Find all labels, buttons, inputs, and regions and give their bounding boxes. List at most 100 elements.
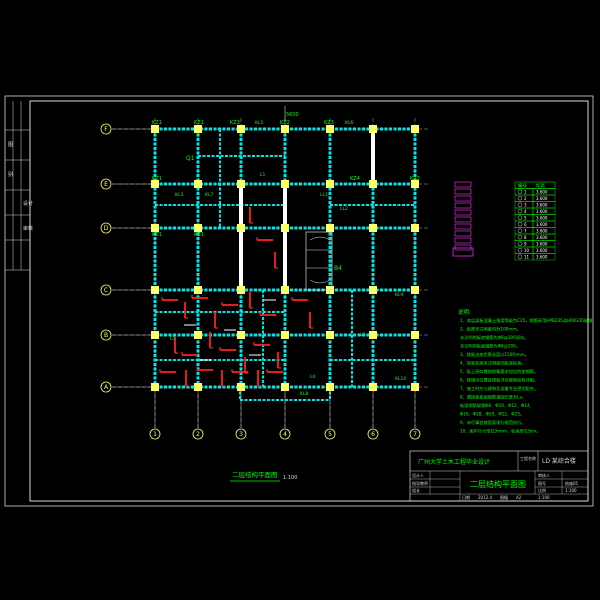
- legend-index: 9: [524, 242, 527, 247]
- column-label: KZ4: [350, 176, 360, 182]
- axis-bubble-label: C: [104, 287, 108, 294]
- column: [194, 180, 202, 188]
- elevation-marker: [454, 202, 472, 209]
- column: [194, 224, 202, 232]
- column-label: KZ2: [410, 176, 420, 182]
- elevation-marker: [454, 195, 472, 202]
- elevation-marker: [454, 209, 472, 216]
- tb-cell: 审核人: [538, 472, 550, 478]
- legend-symbol: [517, 241, 523, 246]
- column: [411, 224, 419, 232]
- axis-bubble: [100, 329, 112, 341]
- project-name: LD 某综合楼: [542, 457, 576, 465]
- notes-line: 2、板厚未注明者均为100mm。: [460, 326, 521, 333]
- axis-bubble: [100, 222, 112, 234]
- plan-caption-title: 二层结构平面图: [232, 470, 278, 479]
- column-label: KZ1: [152, 232, 162, 238]
- column: [237, 125, 245, 133]
- plan-caption-scale: 1:100: [283, 475, 297, 481]
- column: [411, 331, 419, 339]
- column: [237, 286, 245, 294]
- axis-bubble: [100, 284, 112, 296]
- notes-line: Φ16、Φ18、Φ20、Φ22、Φ25。: [460, 412, 524, 417]
- column-label: KZ1: [194, 120, 204, 126]
- axis-bubble: [100, 178, 112, 190]
- legend-header-cell: 编号: [518, 182, 527, 189]
- elevation-marker: [454, 230, 472, 237]
- beam-label: L2: [360, 332, 366, 338]
- column-label: KZ1: [152, 176, 162, 182]
- notes-line: 9、未尽事宜按国家现行规范执行。: [460, 419, 525, 426]
- notes-line: 10、图中尺寸单位为mm，标高单位为m。: [460, 428, 540, 435]
- notes-heading: 说明:: [458, 308, 471, 316]
- column: [194, 286, 202, 294]
- column: [281, 224, 289, 232]
- beam-label: KL3: [175, 192, 183, 198]
- column: [281, 125, 289, 133]
- axis-bubble: [367, 428, 379, 440]
- notes-line: 5、板上洞口需按图集要求加设附加钢筋。: [460, 368, 538, 375]
- column: [369, 286, 377, 294]
- tb-cell: 指导教师: [412, 480, 428, 486]
- axis-bubble-label: 4: [283, 431, 287, 438]
- beam-label: KL9: [395, 292, 403, 298]
- elevation-marker: [454, 188, 472, 195]
- legend-index: 6: [524, 222, 527, 227]
- elevation-marker: [454, 223, 472, 230]
- column-label: KZ1: [152, 120, 162, 126]
- legend-symbol: [517, 234, 523, 240]
- axis-bubble-label: 5: [328, 431, 332, 438]
- column: [411, 286, 419, 294]
- tb-cell: 比例: [538, 487, 546, 493]
- column: [281, 180, 289, 188]
- axis-bubble-label: 1: [153, 431, 157, 438]
- beam-label: KL10: [395, 376, 406, 382]
- column: [237, 331, 245, 339]
- axis-bubble-label: 2: [196, 431, 200, 438]
- column-label: KZ1: [194, 232, 204, 238]
- axis-bubble-label: D: [104, 225, 109, 232]
- legend-index: 2: [524, 196, 527, 201]
- top-dimension-text: 5600: [286, 112, 299, 118]
- tb-bottom: 日期: [462, 494, 470, 500]
- stair-opening: [305, 231, 333, 291]
- legend-elevation: 3.600: [536, 209, 548, 214]
- legend-symbol: [517, 189, 523, 194]
- axis-bubble: [324, 428, 336, 440]
- strip-label: 别: [8, 171, 13, 178]
- rebar-marks: [159, 207, 313, 387]
- beam-layout: [153, 127, 417, 401]
- legend-index: 7: [524, 229, 527, 234]
- beam-label: KL5: [255, 120, 263, 126]
- notes-line: 1、本层梁板混凝土强度等级为C25，钢筋采用HPB235及HRB335级钢。: [460, 317, 597, 324]
- legend-elevation: 3.600: [536, 222, 548, 227]
- column: [411, 125, 419, 133]
- legend-elevation: 3.600: [536, 235, 548, 240]
- axis-bubble-label: 6: [371, 431, 375, 438]
- column: [326, 224, 334, 232]
- notes-line: 板面钢筋规格Φ8、Φ10、Φ12、Φ14、: [460, 402, 534, 409]
- tb-bottom: 图幅: [500, 494, 508, 500]
- legend-symbol: [517, 254, 523, 259]
- notes-line: 6、楼梯间位置处楼板详见楼梯结构详图。: [460, 377, 538, 384]
- column: [326, 125, 334, 133]
- beam-label: LL2: [340, 206, 348, 212]
- beam-label: KL8: [300, 391, 308, 397]
- axis-bubble-label: B: [104, 332, 108, 339]
- column: [369, 125, 377, 133]
- beam-label: KL7: [205, 192, 213, 198]
- plan-caption: 二层结构平面图 1:100: [230, 470, 297, 482]
- column: [281, 286, 289, 294]
- legend-symbol: [517, 221, 523, 227]
- tb-cell: 1:100: [565, 488, 577, 493]
- legend-header-cell: 标高: [536, 182, 545, 189]
- strip-label: 设计: [23, 200, 33, 207]
- tb-scale: 1:100: [538, 495, 550, 500]
- notes-line: 4、梁底标高未注明者同板底标高。: [460, 360, 525, 367]
- elevation-marker: [454, 237, 472, 244]
- title-block: 广州大学土木工程毕业设计 工程名称 LD 某综合楼 设计人 指导教师 组长 二层…: [409, 450, 589, 502]
- axis-bubble-label: A: [104, 384, 109, 391]
- column-label: KZ2: [280, 120, 290, 126]
